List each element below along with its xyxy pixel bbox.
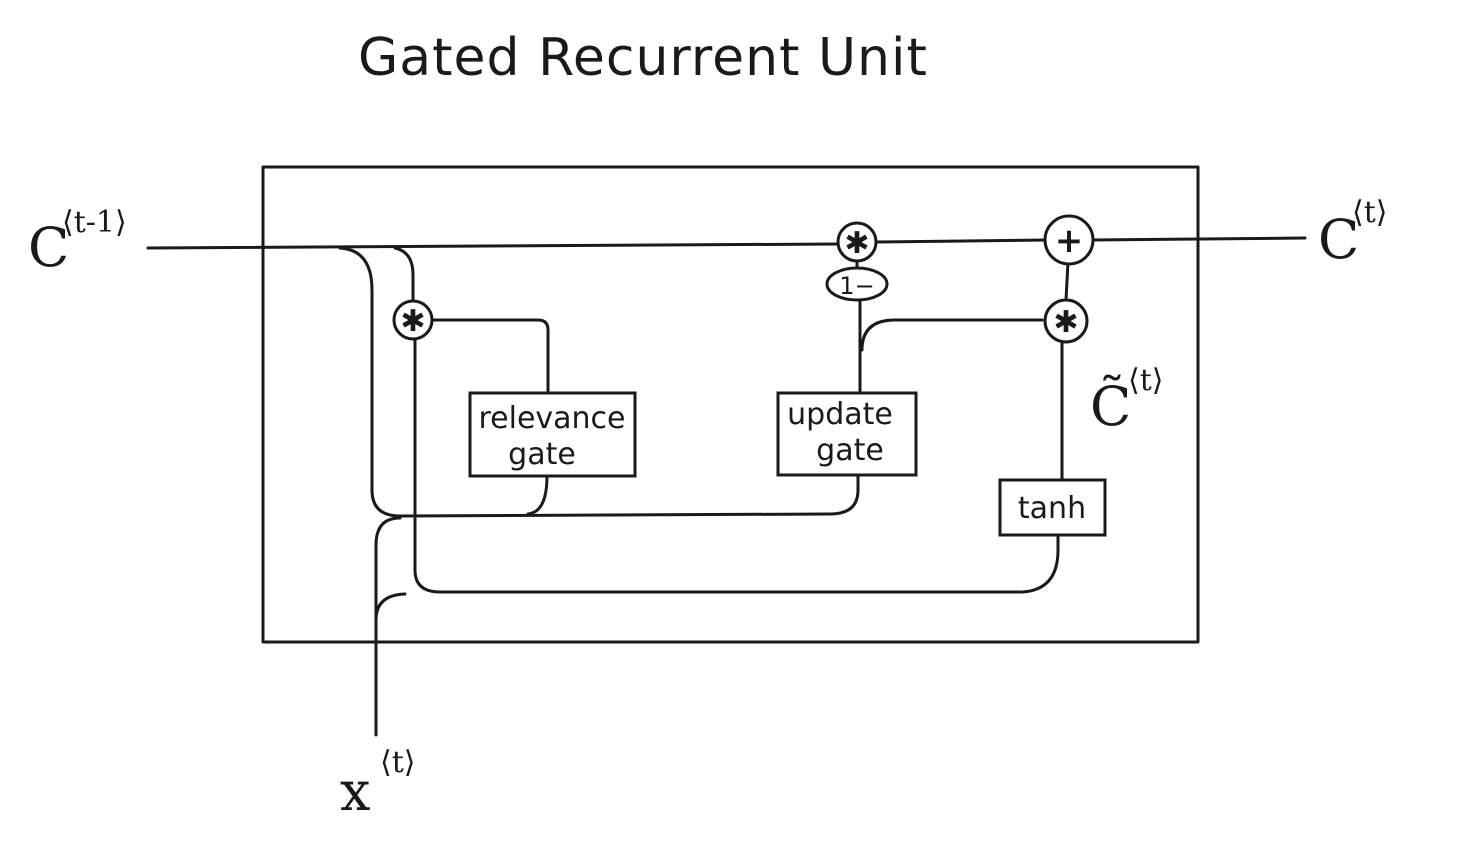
memory-multiply-op: ✱ [836,221,878,263]
relevance-gate-to-multiply [432,318,550,394]
relevance-gate: relevance gate [468,391,637,478]
c-t-base: C [1318,208,1359,271]
one-minus-op: 1− [825,266,889,302]
add-icon: + [1055,221,1084,261]
gru-cell-box [261,165,1200,644]
add-op: + [1043,214,1095,266]
update-gate-to-candidate-multiply [860,318,1044,352]
relevance-gate-label-2: gate [508,437,576,472]
candidate-multiply-op: ✱ [1043,298,1089,344]
update-gate-label-1: update [787,397,893,432]
multiply-to-add [1064,260,1070,302]
diagram-title: Gated Recurrent Unit [358,28,928,88]
x-t-sup: ⟨t⟩ [380,745,415,780]
memory-branch-to-relevance [393,246,415,302]
multiply-icon: ✱ [1053,305,1078,340]
x-t-label: x ⟨t⟩ [340,745,415,823]
c-prev-base: C [28,216,69,279]
c-tilde-sup: ⟨t⟩ [1128,363,1163,398]
memory-line-in [146,242,840,250]
c-tilde-base: C̃ [1090,374,1131,438]
x-input-to-tanh [374,592,407,622]
relevance-to-tanh-bus [413,338,1060,594]
one-minus-label: 1− [839,272,874,300]
tanh-label: tanh [1018,491,1086,526]
x-t-base: x [340,760,370,823]
memory-branch-to-gates [338,246,860,518]
multiply-icon: ✱ [844,226,869,261]
relevance-gate-from-bus [526,474,549,516]
relevance-multiply-op: ✱ [392,299,434,341]
relevance-gate-label-1: relevance [478,401,625,436]
update-gate: update gate [776,391,918,477]
c-t-sup: ⟨t⟩ [1352,195,1387,230]
multiply-icon: ✱ [400,304,425,339]
c-prev-label: C ⟨t-1⟩ [28,205,127,279]
memory-line-mid [874,238,1048,244]
update-gate-label-2: gate [816,433,884,468]
c-prev-sup: ⟨t-1⟩ [62,205,127,240]
tanh-box: tanh [998,478,1107,537]
x-input-to-gates [374,516,402,737]
c-tilde-label: C̃ ⟨t⟩ [1090,363,1163,438]
memory-line-out [1090,236,1307,242]
c-t-label: C ⟨t⟩ [1318,195,1387,271]
